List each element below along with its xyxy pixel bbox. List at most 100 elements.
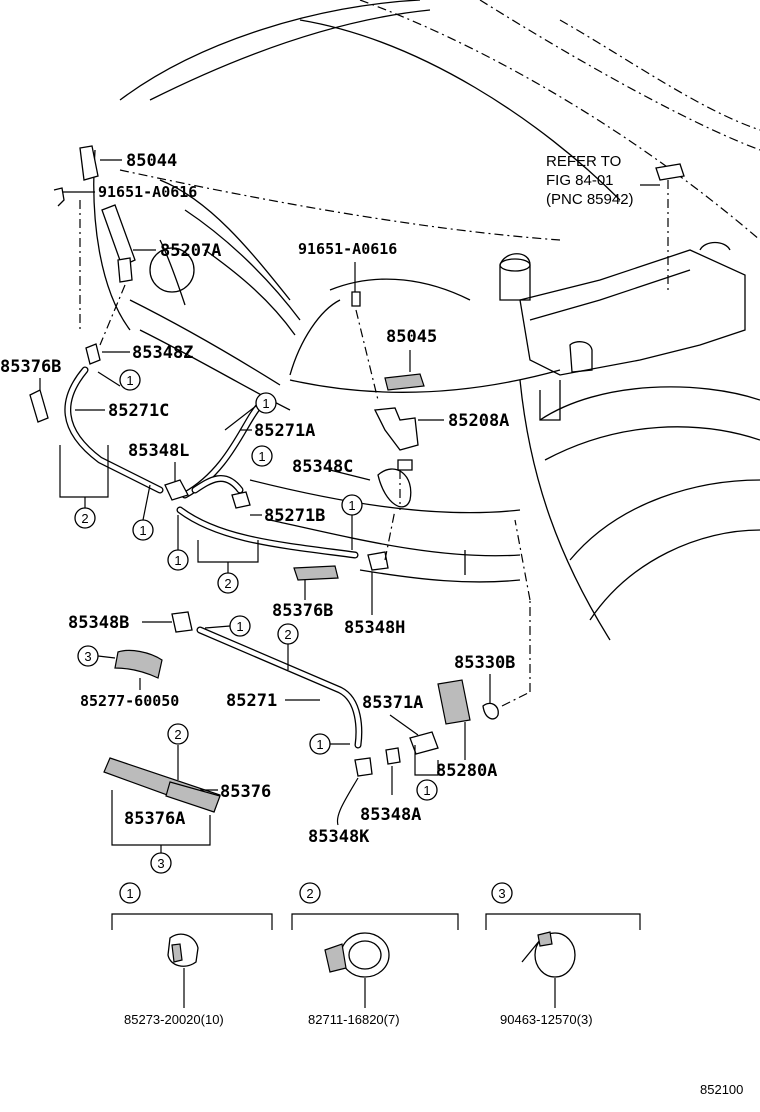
refer-note: REFER TO FIG 84-01 (PNC 85942) (546, 153, 685, 290)
label-85348C: 85348C (292, 457, 353, 477)
callout-circles: 1 1 1 1 1 1 1 1 1 2 2 2 2 3 3 (74, 369, 438, 874)
joint-85348Z[interactable] (85, 343, 101, 365)
label-85376B-center: 85376B (272, 601, 333, 621)
joint-85348B[interactable] (171, 611, 193, 633)
svg-text:1: 1 (126, 886, 133, 901)
pump-85280A[interactable] (437, 679, 471, 725)
sleeve-85277[interactable] (114, 649, 163, 679)
label-85348L: 85348L (128, 441, 189, 461)
label-85371A: 85371A (362, 693, 423, 713)
joint-85371A[interactable] (409, 731, 439, 755)
sleeve-85376B-center[interactable] (293, 565, 339, 581)
lower-left-parts: 85348B 85277-60050 85376 85376A (68, 611, 271, 853)
callout-3[interactable]: 3 (150, 852, 172, 874)
washer-pump-parts: 85330B 85371A 85280A 85348A 85348K (308, 519, 531, 847)
label-85277: 85277-60050 (80, 692, 179, 710)
label-91651-a: 91651-A0616 (98, 183, 197, 201)
callout-1[interactable]: 1 (167, 549, 189, 571)
callout-2[interactable]: 2 (217, 572, 239, 594)
svg-text:1: 1 (262, 396, 269, 411)
svg-text:1: 1 (126, 373, 133, 388)
figure-code: 852100 (700, 1082, 743, 1097)
legend-part-1: 85273-20020(10) (124, 1012, 224, 1027)
hose-85271B[interactable] (176, 506, 359, 559)
svg-text:3: 3 (157, 856, 164, 871)
callout-1[interactable]: 1 (119, 369, 141, 391)
joint-85348A[interactable] (385, 747, 401, 765)
label-85271: 85271 (226, 691, 277, 711)
hose-85271A[interactable] (181, 401, 264, 499)
bolt-91651-left[interactable] (53, 187, 65, 207)
car-body-outline (93, 0, 760, 641)
callout-1[interactable]: 1 (229, 615, 251, 637)
grommet-85330B[interactable] (482, 702, 499, 720)
joint-85348L[interactable] (164, 479, 189, 501)
left-nozzle-parts: 85044 91651-A0616 85207A 85348Z 85376B (0, 145, 221, 423)
legend-part-3: 90463-12570(3) (500, 1012, 593, 1027)
callout-2[interactable]: 2 (167, 723, 189, 745)
sleeve-85376B-left[interactable] (29, 389, 49, 423)
label-85348Z: 85348Z (132, 343, 193, 363)
mid-joints: 85348L 85376B 85348H (128, 441, 405, 638)
hose-85271C[interactable] (64, 366, 164, 494)
label-85045: 85045 (386, 327, 437, 347)
label-85376A: 85376A (124, 809, 185, 829)
refer-line-2: FIG 84-01 (546, 172, 614, 189)
callout-1[interactable]: 1 (132, 519, 154, 541)
callout-3[interactable]: 3 (77, 645, 99, 667)
label-85271B: 85271B (264, 506, 325, 526)
joint-85348K[interactable] (354, 757, 373, 777)
sleeve-85376[interactable] (165, 781, 221, 813)
hose-85271[interactable] (196, 626, 363, 749)
svg-text:2: 2 (174, 727, 181, 742)
callout-1[interactable]: 1 (416, 779, 438, 801)
hose-clamp-icon (324, 932, 390, 978)
hose-loop-85348C[interactable] (377, 468, 412, 508)
callout-1[interactable]: 1 (251, 445, 273, 467)
bolt-91651-center[interactable] (351, 291, 361, 307)
label-85348B: 85348B (68, 613, 129, 633)
legend-part-2: 82711-16820(7) (308, 1012, 400, 1027)
label-85208A: 85208A (448, 411, 509, 431)
label-85271A: 85271A (254, 421, 315, 441)
legend: 1 85273-20020(10) 2 82711-16820(7) 3 (111, 882, 641, 1027)
joint-85348C[interactable] (231, 491, 251, 509)
label-85348K: 85348K (308, 827, 370, 847)
nozzle-85207A[interactable] (101, 204, 136, 267)
label-85271C: 85271C (108, 401, 169, 421)
callout-2[interactable]: 2 (74, 507, 96, 529)
cover-85045[interactable] (384, 373, 425, 391)
center-nozzle-parts: 91651-A0616 85045 85208A 85348C (292, 240, 509, 510)
label-85044: 85044 (126, 151, 177, 171)
svg-text:2: 2 (284, 627, 291, 642)
headlamp-cap-85044[interactable] (79, 145, 99, 181)
callout-2[interactable]: 2 (277, 623, 299, 645)
nozzle-85208A[interactable] (373, 407, 419, 451)
svg-text:1: 1 (423, 783, 430, 798)
legend-item-2[interactable]: 2 82711-16820(7) (291, 882, 459, 1027)
label-85376: 85376 (220, 782, 271, 802)
label-85330B: 85330B (454, 653, 515, 673)
callout-1[interactable]: 1 (341, 494, 363, 516)
clip-ring-icon (167, 933, 199, 967)
svg-text:2: 2 (81, 511, 88, 526)
label-91651-b: 91651-A0616 (298, 240, 397, 258)
label-85376B-left: 85376B (0, 357, 61, 377)
refer-line-1: REFER TO (546, 153, 621, 170)
svg-text:1: 1 (139, 523, 146, 538)
svg-text:1: 1 (236, 619, 243, 634)
callout-1[interactable]: 1 (309, 733, 331, 755)
callout-1[interactable]: 1 (255, 392, 277, 414)
svg-text:3: 3 (84, 649, 91, 664)
legend-item-3[interactable]: 3 90463-12570(3) (485, 882, 641, 1027)
legend-item-1[interactable]: 1 85273-20020(10) (111, 882, 273, 1027)
svg-text:3: 3 (498, 886, 505, 901)
svg-text:2: 2 (306, 886, 313, 901)
label-85207A: 85207A (160, 241, 221, 261)
svg-text:1: 1 (258, 449, 265, 464)
joint-85348H[interactable] (367, 551, 389, 571)
cable-tie-icon (521, 931, 576, 978)
label-85280A: 85280A (436, 761, 497, 781)
